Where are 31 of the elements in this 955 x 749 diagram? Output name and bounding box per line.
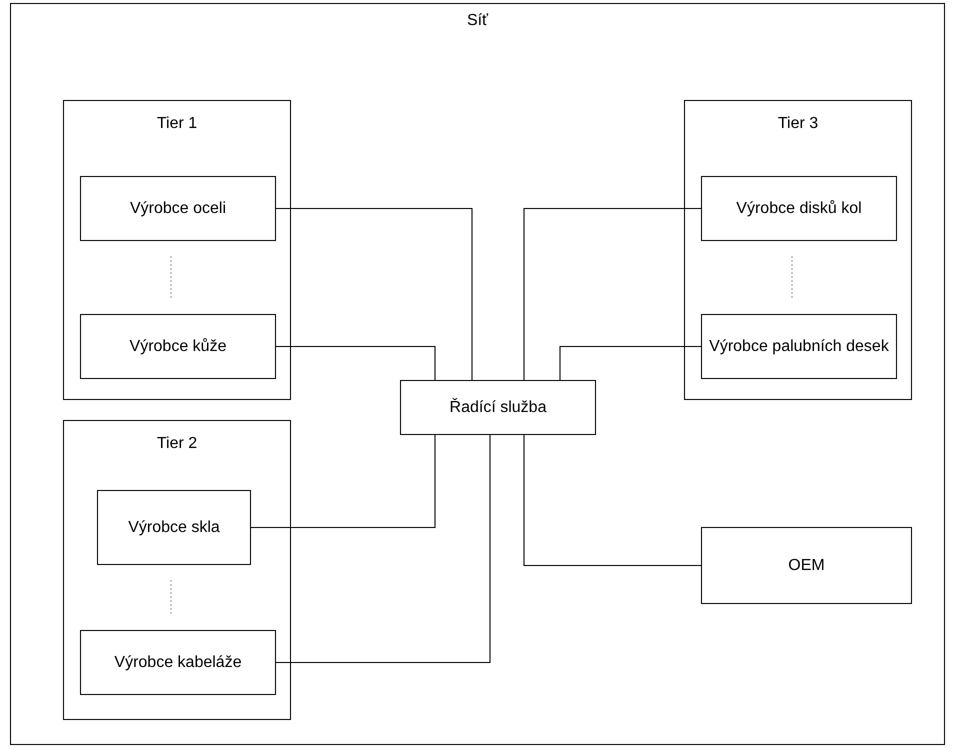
connector-line — [524, 434, 702, 566]
group-title: Tier 3 — [776, 114, 820, 134]
box-label: Výrobce oceli — [128, 198, 228, 218]
box-label: Výrobce skla — [127, 518, 221, 538]
process-box — [701, 176, 897, 241]
process-box — [701, 527, 912, 604]
group-frame — [684, 100, 912, 400]
connector-line — [560, 346, 702, 380]
connector-line — [250, 434, 436, 528]
process-box — [80, 176, 276, 241]
group-frame — [63, 100, 291, 400]
box-label: Řadící služba — [448, 397, 548, 418]
process-box — [97, 490, 251, 565]
box-label: Výrobce disků kol — [735, 198, 863, 218]
box-label: OEM — [787, 556, 826, 576]
group-title: Tier 1 — [156, 114, 198, 134]
box-label: Výrobce kabeláže — [113, 652, 243, 672]
connector-line — [276, 346, 436, 380]
process-box — [701, 314, 897, 379]
connector-line — [276, 434, 490, 663]
group-frame — [63, 420, 291, 720]
box-label: Výrobce palubních desek — [708, 336, 890, 356]
box-label: Výrobce kůže — [128, 336, 228, 356]
group-title: Tier 2 — [156, 434, 198, 454]
process-box — [80, 630, 276, 695]
process-box — [80, 314, 276, 379]
connector-line — [276, 208, 472, 380]
process-box — [400, 380, 596, 435]
network-frame — [10, 3, 945, 745]
group-title: Síť — [466, 11, 490, 31]
connector-line — [524, 208, 702, 380]
